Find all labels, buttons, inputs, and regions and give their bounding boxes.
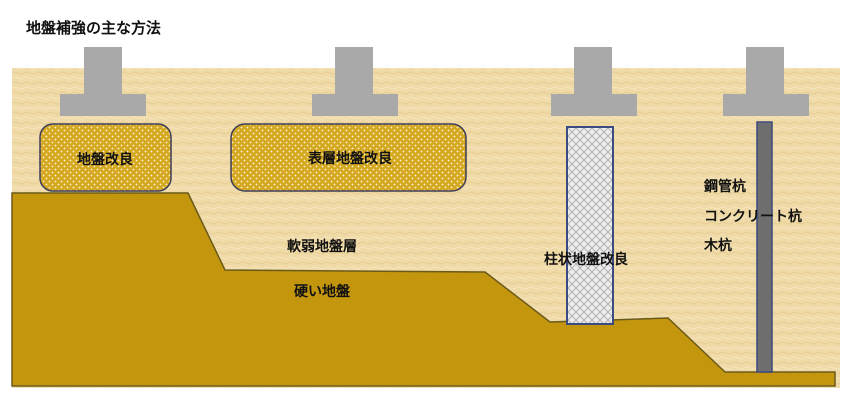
diagram-title: 地盤補強の主な方法: [26, 19, 161, 37]
label-surface-layer-improvement: 表層地盤改良: [307, 150, 392, 167]
label-concrete-pile: コンクリート杭: [704, 208, 802, 225]
label-column-improvement: 柱状地盤改良: [544, 251, 628, 268]
label-steel-pipe-pile: 鋼管杭: [703, 178, 746, 195]
ground-improvement-block: [39, 123, 172, 192]
foundation-1: [60, 47, 146, 116]
foundation-4: [723, 47, 809, 116]
foundation-2: [312, 47, 398, 116]
label-soft-ground-layer: 軟弱地盤層: [287, 238, 357, 255]
pile: [756, 121, 773, 373]
foundation-3: [551, 47, 637, 116]
label-wooden-pile: 木杭: [703, 237, 732, 254]
column-improvement-pillar: [566, 126, 614, 325]
hard-ground-area: [11, 192, 836, 387]
surface-layer-improvement-block: [230, 123, 467, 192]
label-ground-improvement: 地盤改良: [77, 151, 133, 168]
label-hard-ground: 硬い地盤: [294, 283, 351, 300]
